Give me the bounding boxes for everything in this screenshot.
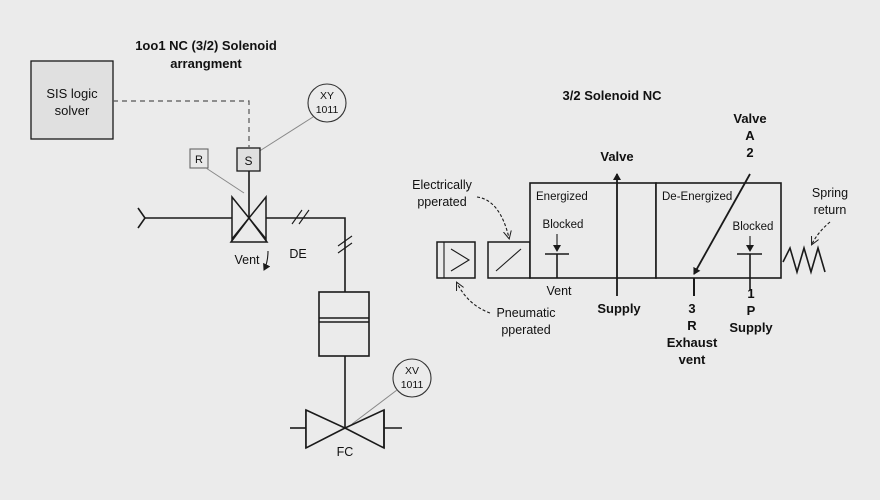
vent-label: Vent — [234, 253, 260, 267]
port1-line1: 1 — [747, 286, 754, 301]
hash-mark — [298, 209, 310, 225]
reset-leader — [205, 167, 245, 194]
port2-line1: Valve — [733, 111, 766, 126]
valve-body-left — [305, 408, 347, 450]
port-1-label: 1 P Supply — [729, 286, 773, 335]
supply-center-label: Supply — [597, 301, 641, 316]
reset-label: R — [195, 154, 203, 166]
xy-leader — [257, 116, 314, 153]
de-label: DE — [289, 247, 306, 261]
solenoid-label: S — [244, 154, 252, 168]
port2-line2: A — [745, 128, 755, 143]
electrical-line1: Electrically — [412, 178, 472, 192]
spring-return: Spring return — [782, 186, 848, 275]
port1-line3: Supply — [729, 320, 773, 335]
pneumatic-operator — [436, 241, 476, 279]
blocked-right-label: Blocked — [733, 221, 774, 233]
pneumatic-arrow — [457, 283, 491, 314]
spring-zigzag — [782, 245, 826, 275]
sis-label-line1: SIS logic — [46, 86, 98, 101]
xv-number: 1011 — [401, 379, 424, 391]
energized-block — [529, 182, 657, 279]
spring-line2: return — [814, 203, 847, 217]
vent-port-label: Vent — [546, 284, 572, 298]
left-title: 1oo1 NC (3/2) Solenoid arrangment — [135, 38, 277, 71]
actuator-cylinder — [318, 291, 370, 428]
sis-box — [30, 60, 114, 140]
xv-tag: XV 1011 — [351, 358, 432, 425]
coil-slash — [495, 248, 522, 272]
supply-inlet-symbol — [137, 207, 146, 229]
port-3-label: 3 R Exhaust vent — [667, 301, 718, 367]
xy-tag: XY 1011 — [257, 83, 347, 153]
signal-line — [113, 100, 250, 147]
port3-line3: Exhaust — [667, 335, 718, 350]
pneumatic-line1: Pneumatic — [496, 306, 555, 320]
port3-line2: R — [687, 318, 697, 333]
actuator-line — [266, 217, 346, 292]
fc-label: FC — [337, 445, 354, 459]
de-energized-label: De-Energized — [662, 191, 732, 203]
port3-line1: 3 — [688, 301, 695, 316]
valve-bottom-triangle — [229, 216, 269, 243]
hash-mark — [337, 242, 353, 254]
pneumatic-line2: pperated — [501, 323, 550, 337]
hash-mark — [337, 235, 353, 247]
xv-letters: XV — [405, 365, 419, 377]
solenoid-coil — [487, 241, 531, 279]
sis-logic-solver: SIS logic solver — [30, 60, 114, 140]
valve-body: Energized De-Energized Blocked Blocked — [529, 173, 782, 296]
left-title-line2: arrangment — [170, 56, 242, 71]
reset-box — [189, 148, 209, 169]
process-valve: FC — [290, 408, 402, 459]
right-title: 3/2 Solenoid NC — [563, 88, 663, 103]
electrical-arrow — [476, 196, 509, 238]
energized-label: Energized — [536, 191, 588, 203]
xv-bubble — [392, 358, 432, 398]
valve-center-label: Valve — [600, 149, 633, 164]
blocked-left-label: Blocked — [543, 219, 584, 231]
port2-line3: 2 — [746, 145, 753, 160]
port1-line2: P — [747, 303, 756, 318]
solenoid-s: S — [236, 147, 261, 218]
xy-number: 1011 — [316, 104, 339, 116]
spring-line1: Spring — [812, 186, 848, 200]
cylinder-body — [318, 291, 370, 357]
xv-leader — [351, 389, 398, 425]
sis-label-line2: solver — [55, 103, 90, 118]
flow-arrow-deenergized — [693, 173, 751, 275]
reset-r: R — [189, 148, 245, 194]
pneumatic-label: Pneumatic pperated — [457, 283, 556, 337]
xy-bubble — [307, 83, 347, 123]
pneumatic-triangle — [450, 248, 471, 272]
electrical-label: Electrically pperated — [412, 178, 509, 238]
valve-body-right — [343, 408, 385, 450]
port3-line4: vent — [679, 352, 706, 367]
xy-letters: XY — [320, 90, 334, 102]
hash-mark — [291, 209, 303, 225]
port-2-label: Valve A 2 — [733, 111, 766, 160]
left-title-line1: 1oo1 NC (3/2) Solenoid — [135, 38, 277, 53]
spring-arrow — [812, 221, 831, 244]
electrical-line2: pperated — [417, 195, 466, 209]
vent-arrow — [263, 250, 271, 271]
